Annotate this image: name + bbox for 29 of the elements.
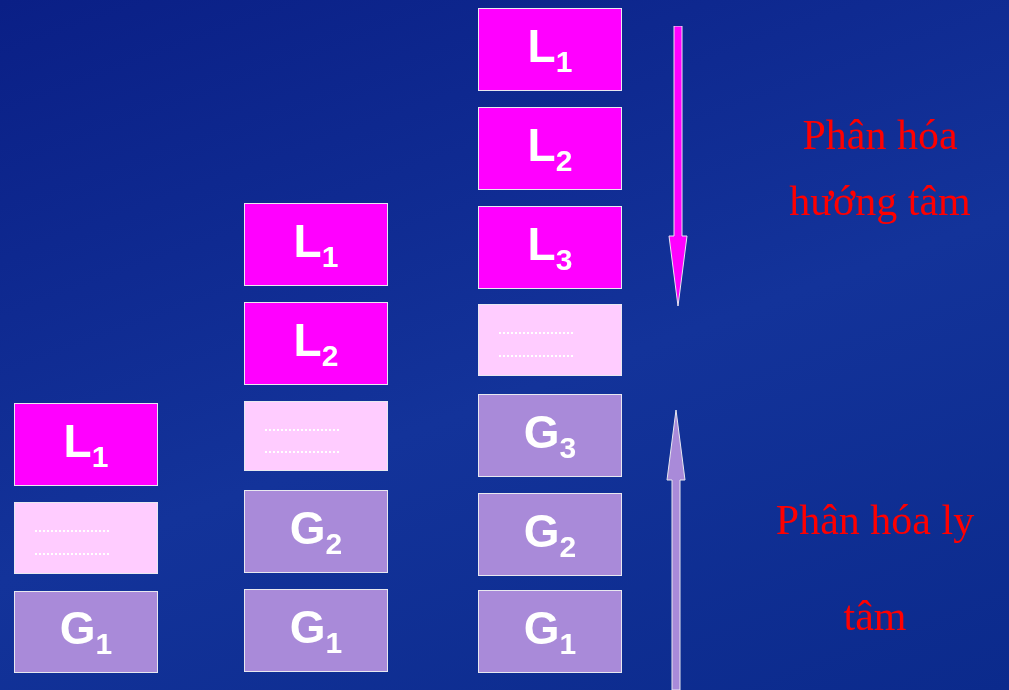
- box-label: G$_{3}$: [523, 408, 577, 463]
- blank-box: [244, 401, 388, 471]
- box-label: L$_{3}$: [527, 220, 573, 275]
- layer-box: [478, 8, 622, 91]
- side-label: Phân hóa hướng tâm: [788, 111, 972, 226]
- box-label: G$_{1}$: [59, 605, 113, 659]
- layer-box: [14, 591, 158, 673]
- layer-box: [478, 590, 622, 673]
- layer-box: [244, 203, 388, 286]
- layer-box: [478, 493, 622, 576]
- box-label: L$_{2}$: [293, 316, 339, 371]
- box-label: G$_{2}$: [289, 504, 343, 559]
- box-label: G$_{1}$: [289, 603, 343, 658]
- box-label: L$_{1}$: [63, 417, 109, 472]
- side-label: Phân hóa ly tâm: [775, 496, 975, 641]
- box-label: L$_{1}$: [527, 22, 573, 77]
- box-label: G$_{1}$: [523, 604, 577, 659]
- layer-box: [244, 490, 388, 573]
- layer-box: [244, 302, 388, 385]
- box-label: L$_{1}$: [293, 217, 339, 272]
- layer-box: [478, 107, 622, 190]
- box-label: L$_{2}$: [527, 121, 573, 176]
- layer-box: [244, 589, 388, 672]
- layer-box: [478, 206, 622, 289]
- blank-box: [478, 304, 622, 376]
- layer-box: [478, 394, 622, 477]
- box-label: G$_{2}$: [523, 507, 577, 562]
- layer-box: [14, 403, 158, 486]
- blank-box: [14, 502, 158, 574]
